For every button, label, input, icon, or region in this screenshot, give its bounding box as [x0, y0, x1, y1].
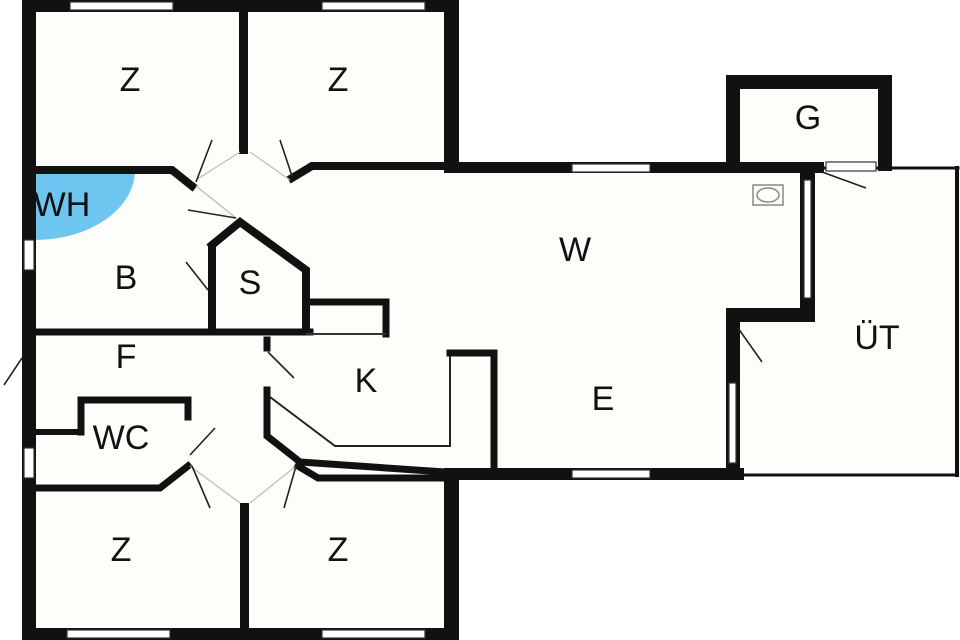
- room-label-storage-g: G: [794, 99, 822, 137]
- room-label-bedroom-top-left: Z: [119, 61, 141, 99]
- room-label-toilet: WC: [92, 419, 150, 457]
- room-label-kitchen: K: [354, 362, 378, 400]
- room-label-bedroom-bottom-left: Z: [110, 531, 132, 569]
- room-label-terrace: ÜT: [854, 319, 900, 357]
- room-label-bedroom-bottom-right: Z: [327, 531, 349, 569]
- room-label-bath: B: [114, 259, 138, 297]
- stove-icon: [752, 184, 784, 206]
- doors: [3, 139, 867, 509]
- room-label-storage-s: S: [238, 264, 262, 302]
- room-label-hall: F: [115, 338, 137, 376]
- windows: [23, 1, 877, 639]
- water-heater-marker: [35, 170, 135, 240]
- room-label-living: W: [558, 231, 592, 269]
- room-label-water-heater: WH: [33, 186, 91, 224]
- room-label-dining: E: [591, 380, 615, 418]
- room-label-bedroom-top-right: Z: [327, 61, 349, 99]
- interior-walls: [31, 8, 498, 631]
